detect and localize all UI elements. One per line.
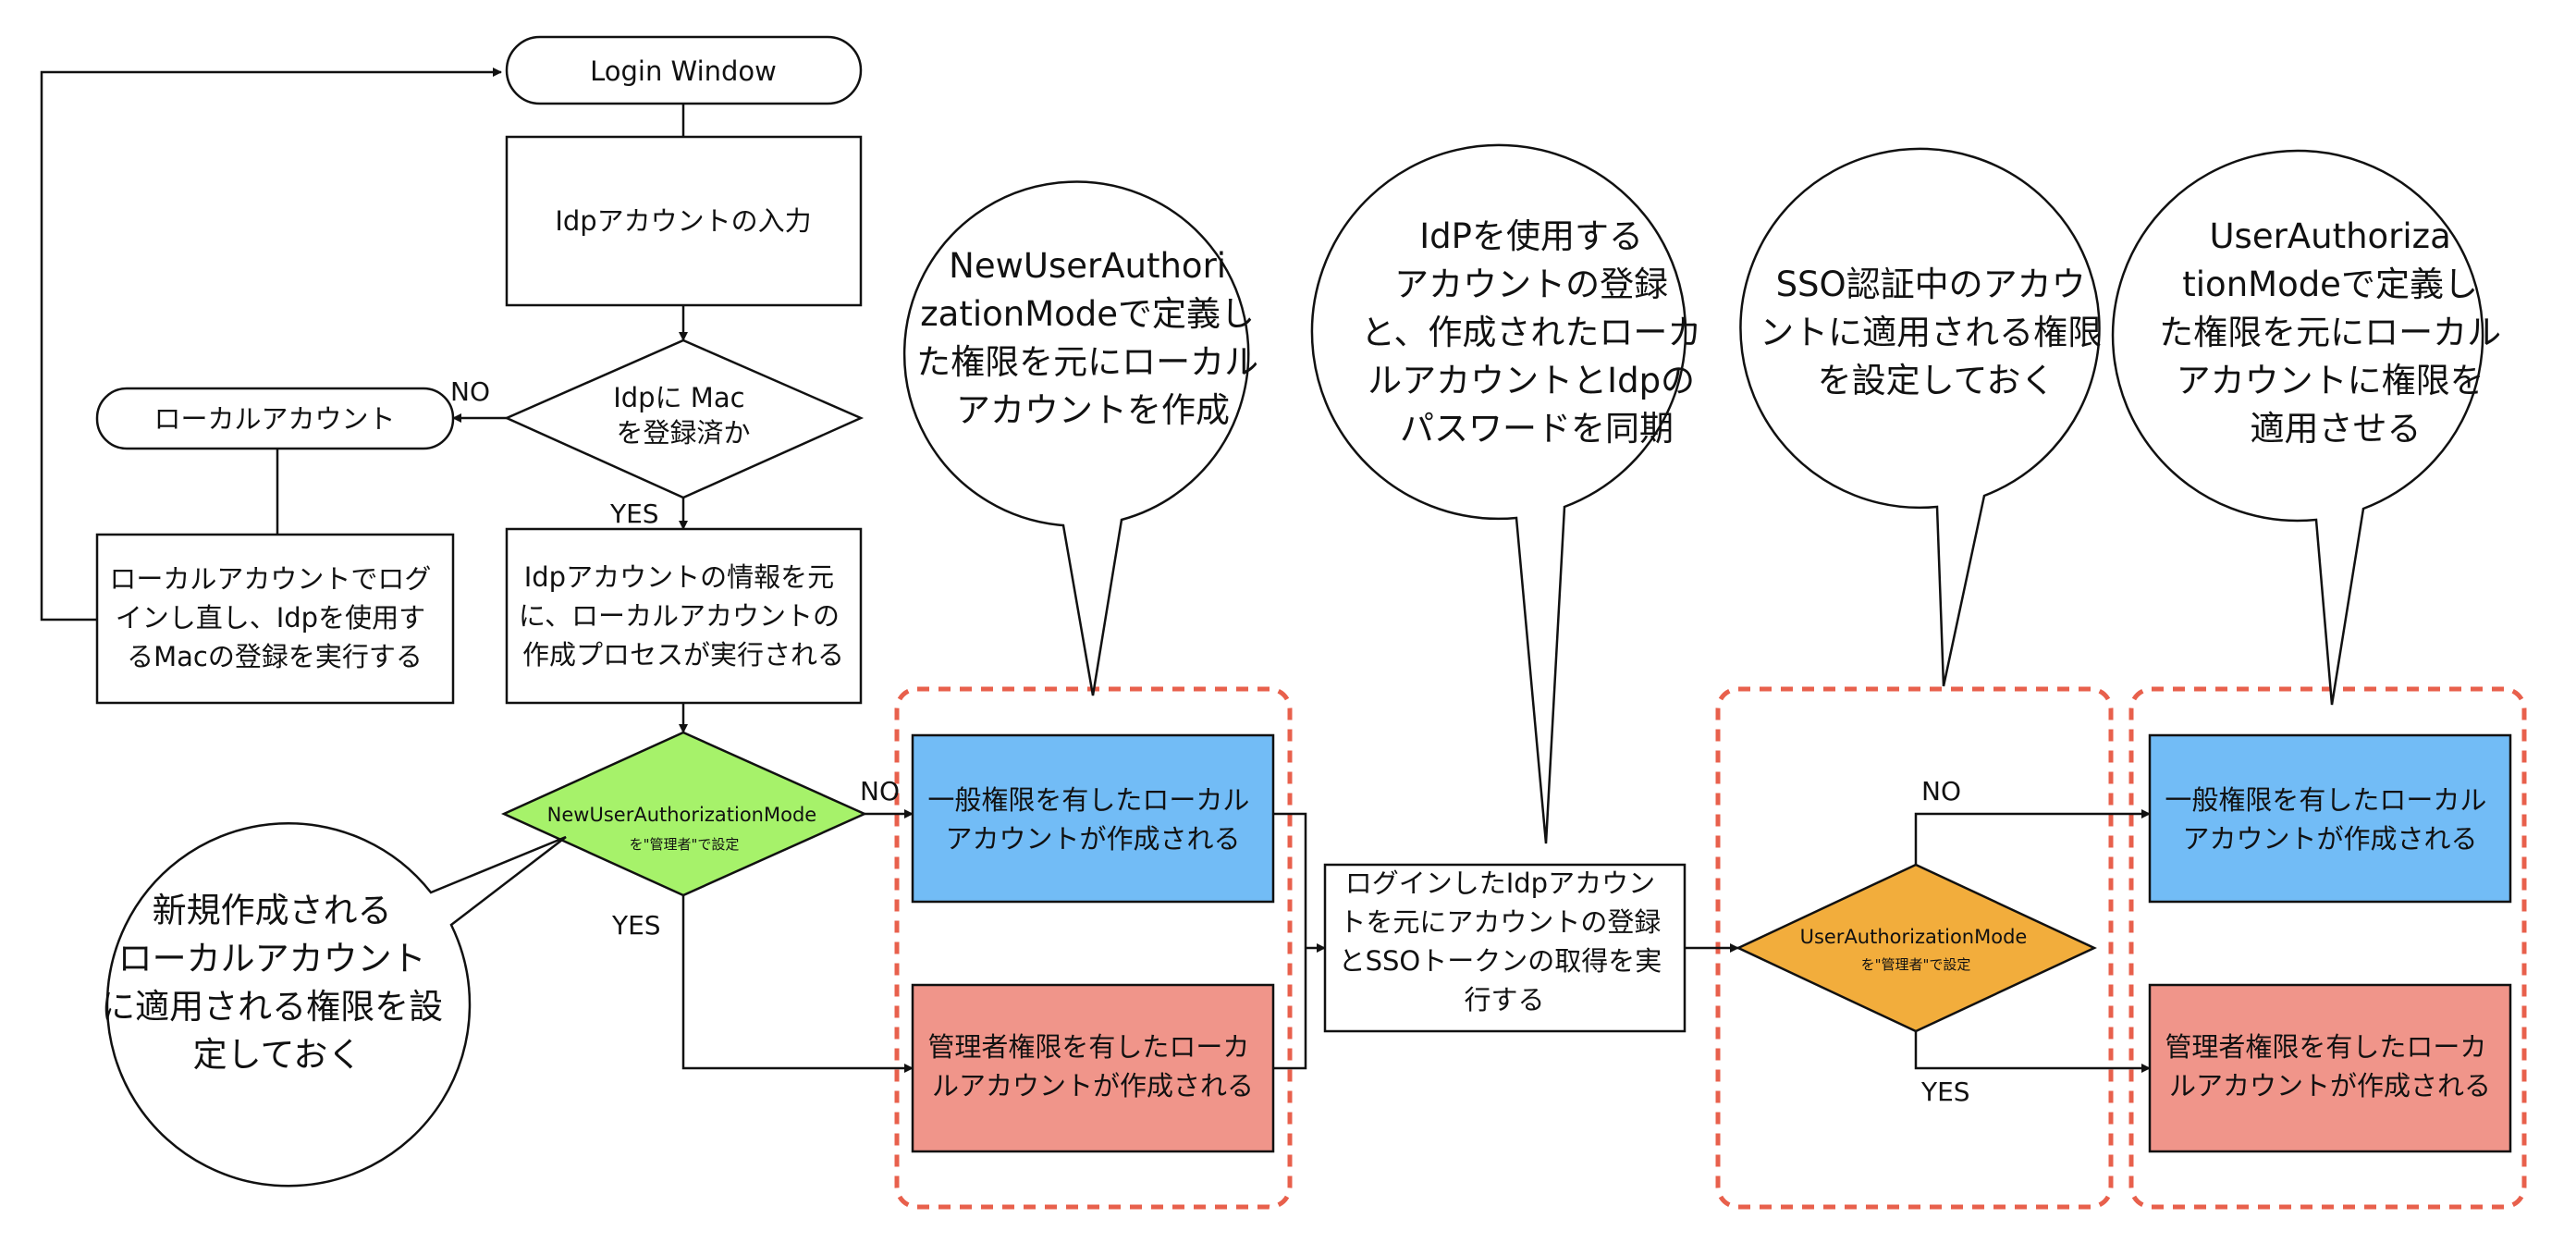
connector-general-to-register bbox=[1274, 812, 1307, 1070]
orange-decision-no-label: NO bbox=[1921, 776, 1961, 806]
idp-input-node bbox=[505, 135, 863, 307]
local-account-label: ローカルアカウント bbox=[153, 403, 395, 435]
mac-registered-decision bbox=[503, 338, 865, 499]
general-account-label-1: 一般権限を有したローカル アカウントが作成される bbox=[927, 784, 1257, 855]
speech-bubble-user-authorization-mode-text: UserAuthoriza tionModeで定義し た権限を元にローカル アカ… bbox=[2159, 216, 2512, 449]
speech-bubble-user-authorization-mode bbox=[2111, 149, 2484, 706]
speech-bubble-idp-registration bbox=[1310, 143, 1687, 844]
local-account-node bbox=[95, 387, 455, 450]
group-frame-applied-accounts bbox=[2128, 686, 2527, 1210]
connector-orange-to-general bbox=[1914, 809, 2151, 865]
general-account-label-2: 一般権限を有したローカル アカウントが作成される bbox=[2165, 784, 2495, 855]
connector-green-to-admin bbox=[681, 895, 914, 1073]
admin-account-label-1: 管理者権限を有したローカ ルアカウントが作成される bbox=[927, 1031, 1257, 1101]
admin-account-box-2 bbox=[2148, 983, 2512, 1153]
speech-bubble-new-user-mode-text: NewUserAuthori zationModeで定義し た権限を元にローカル… bbox=[916, 246, 1270, 430]
speech-bubble-new-account-permission-text: 新規作成される ローカルアカウント に適用される権限を設 定しておく bbox=[101, 891, 454, 1075]
login-window-node bbox=[505, 35, 863, 105]
user-authorization-decision bbox=[1736, 863, 2097, 1033]
relogin-label: ローカルアカウントでログ インし直し、Idpを使用す るMacの登録を実行する bbox=[109, 563, 439, 672]
admin-account-box-1 bbox=[911, 983, 1275, 1153]
admin-account-label-2: 管理者権限を有したローカ ルアカウントが作成される bbox=[2165, 1031, 2495, 1101]
register-sso-label: ログインしたIdpアカウン トを元にアカウントの登録 とSSOトークンの取得を実… bbox=[1339, 868, 1671, 1015]
new-user-authorization-decision-label: NewUserAuthorizationMode を"管理者"で設定 bbox=[547, 804, 822, 853]
orange-decision-yes-label: YES bbox=[1920, 1077, 1970, 1107]
user-authorization-decision-label: UserAuthorizationMode を"管理者"で設定 bbox=[1800, 926, 2032, 973]
relogin-node bbox=[95, 533, 455, 705]
general-account-box-2 bbox=[2148, 733, 2512, 904]
speech-bubble-sso-permission bbox=[1739, 147, 2101, 687]
connector-orange-to-admin bbox=[1914, 1031, 2151, 1073]
green-decision-yes-label: YES bbox=[611, 910, 661, 941]
speech-bubble-sso-permission-text: SSO認証中のアカウ ントに適用される権限 を設定しておく bbox=[1760, 265, 2113, 400]
mac-decision-yes-label: YES bbox=[609, 498, 659, 529]
green-decision-no-label: NO bbox=[860, 776, 900, 806]
mac-decision-no-label: NO bbox=[450, 376, 490, 407]
create-process-node bbox=[505, 527, 863, 705]
speech-bubble-new-account-permission bbox=[105, 822, 567, 1188]
mac-registered-decision-label: Idpに Mac を登録済か bbox=[613, 382, 754, 449]
speech-bubble-new-user-mode bbox=[902, 180, 1250, 696]
idp-input-label: Idpアカウントの入力 bbox=[555, 205, 811, 237]
create-process-label: Idpアカウントの情報を元 に、ローカルアカウントの 作成プロセスが実行される bbox=[519, 561, 848, 671]
speech-bubble-idp-registration-text: IdPを使用する アカウントの登録 と、作成されたローカ ルアカウントとIdpの… bbox=[1361, 216, 1712, 449]
register-sso-node bbox=[1323, 863, 1687, 1033]
general-account-box-1 bbox=[911, 733, 1275, 904]
loop-back-connector bbox=[40, 68, 502, 622]
login-window-label: Login Window bbox=[590, 55, 777, 87]
new-user-authorization-decision bbox=[500, 731, 868, 897]
